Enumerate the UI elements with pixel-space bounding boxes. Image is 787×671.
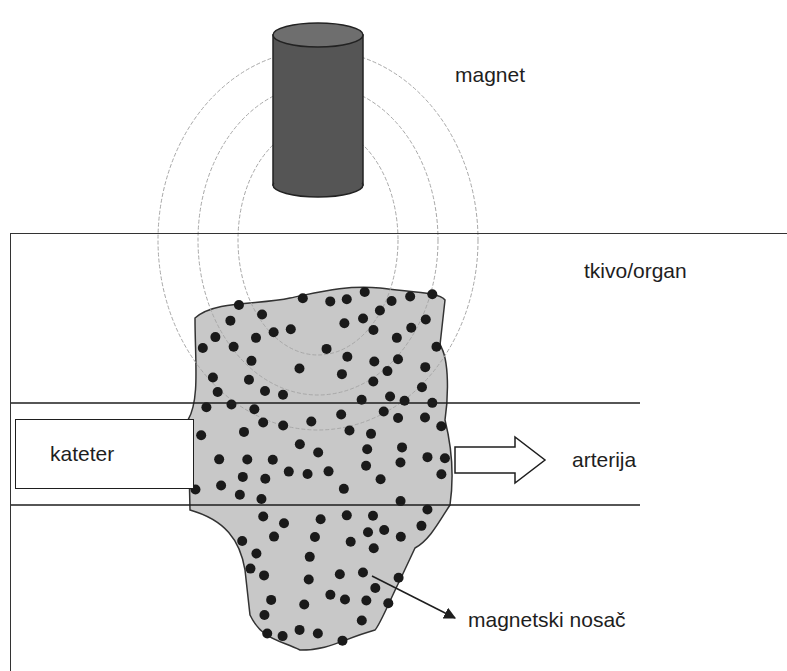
- flow-label: arterija: [572, 447, 636, 472]
- magnet-label: magnet: [455, 62, 525, 87]
- box-label: kateter: [50, 441, 114, 466]
- magnetic-carriers: [190, 287, 449, 646]
- tissue-region: tkivo/organ kateter: [10, 233, 787, 671]
- magnet-cylinder: [273, 23, 363, 197]
- flow-arrow: [455, 437, 545, 483]
- leader-line: [372, 576, 455, 618]
- region-label: tkivo/organ: [584, 258, 687, 283]
- artery-wall: [10, 402, 640, 404]
- catheter-box: kateter: [15, 419, 194, 489]
- carrier-label: magnetski nosač: [468, 607, 626, 632]
- artery-wall: [10, 504, 640, 506]
